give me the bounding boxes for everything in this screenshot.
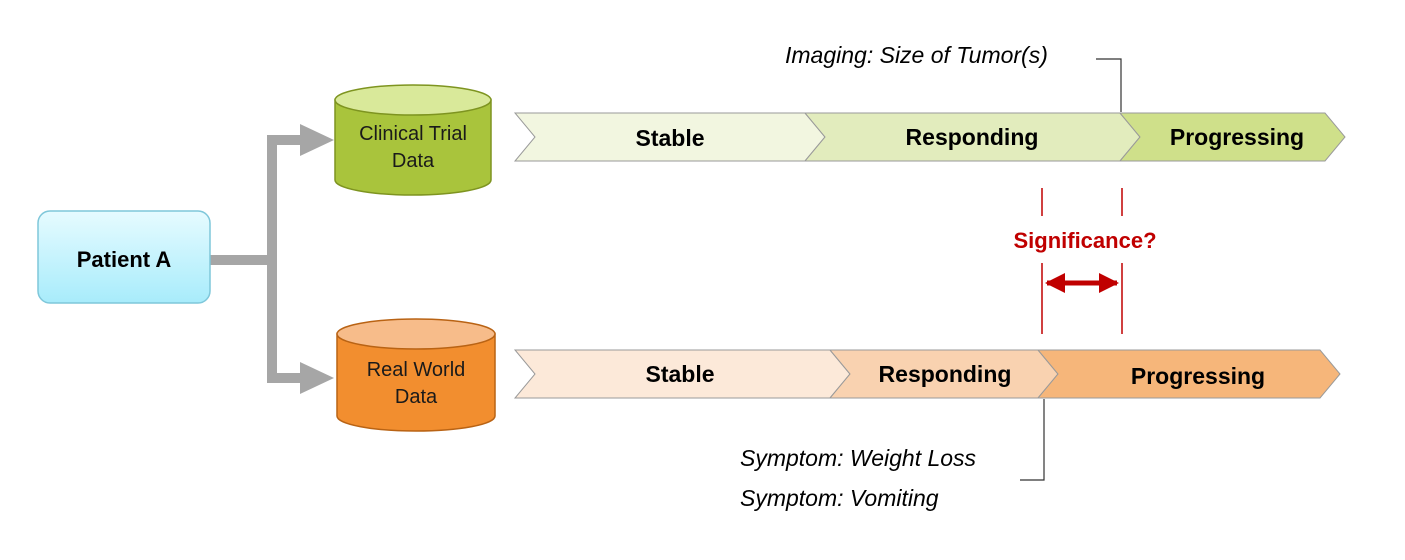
real-world-db-label-line2: Data xyxy=(395,386,438,408)
real-world-stage-responding-label: Responding xyxy=(879,361,1012,387)
symptom-annotations: Symptom: Weight Loss Symptom: Vomiting xyxy=(740,399,1045,511)
connector-arrowhead-clinical xyxy=(300,124,334,156)
clinical-stage-responding-label: Responding xyxy=(906,124,1039,150)
significance-marker: Significance? xyxy=(1013,188,1157,334)
patient-node: Patient A xyxy=(37,210,211,304)
real-world-timeline: Stable Responding Progressing xyxy=(513,349,1341,399)
clinical-db-label-line1: Clinical Trial xyxy=(359,123,467,145)
real-world-db-top xyxy=(336,318,496,350)
real-world-db-body xyxy=(336,333,496,432)
imaging-annotation: Imaging: Size of Tumor(s) xyxy=(785,42,1122,112)
connector-to-real-world xyxy=(267,260,302,383)
real-world-database: Real World Data xyxy=(336,318,496,432)
clinical-stage-progressing-label: Progressing xyxy=(1170,124,1304,150)
patient-label: Patient A xyxy=(77,247,172,272)
real-world-db-label-line1: Real World xyxy=(367,359,466,381)
clinical-trial-database: Clinical Trial Data xyxy=(334,84,492,196)
symptom-weight-loss-label: Symptom: Weight Loss xyxy=(740,445,977,471)
real-world-stage-progressing xyxy=(1036,349,1341,399)
real-world-stage-progressing-label: Progressing xyxy=(1131,363,1265,389)
clinical-db-body xyxy=(334,99,492,196)
symptom-leader-line xyxy=(1020,399,1045,481)
patient-connectors xyxy=(210,124,334,394)
clinical-stage-progressing xyxy=(1118,112,1346,162)
clinical-db-label-line2: Data xyxy=(392,150,435,172)
real-world-stage-stable-label: Stable xyxy=(645,361,714,387)
connector-to-clinical xyxy=(267,135,302,260)
significance-label: Significance? xyxy=(1013,228,1156,253)
patient-box xyxy=(37,210,211,304)
clinical-stage-stable-label: Stable xyxy=(635,125,704,151)
imaging-label: Imaging: Size of Tumor(s) xyxy=(785,42,1048,68)
connector-arrowhead-real-world xyxy=(300,362,334,394)
clinical-timeline: Stable Responding Progressing xyxy=(513,112,1346,162)
clinical-db-top xyxy=(334,84,492,116)
imaging-leader-line xyxy=(1096,58,1122,112)
symptom-vomiting-label: Symptom: Vomiting xyxy=(740,485,939,511)
